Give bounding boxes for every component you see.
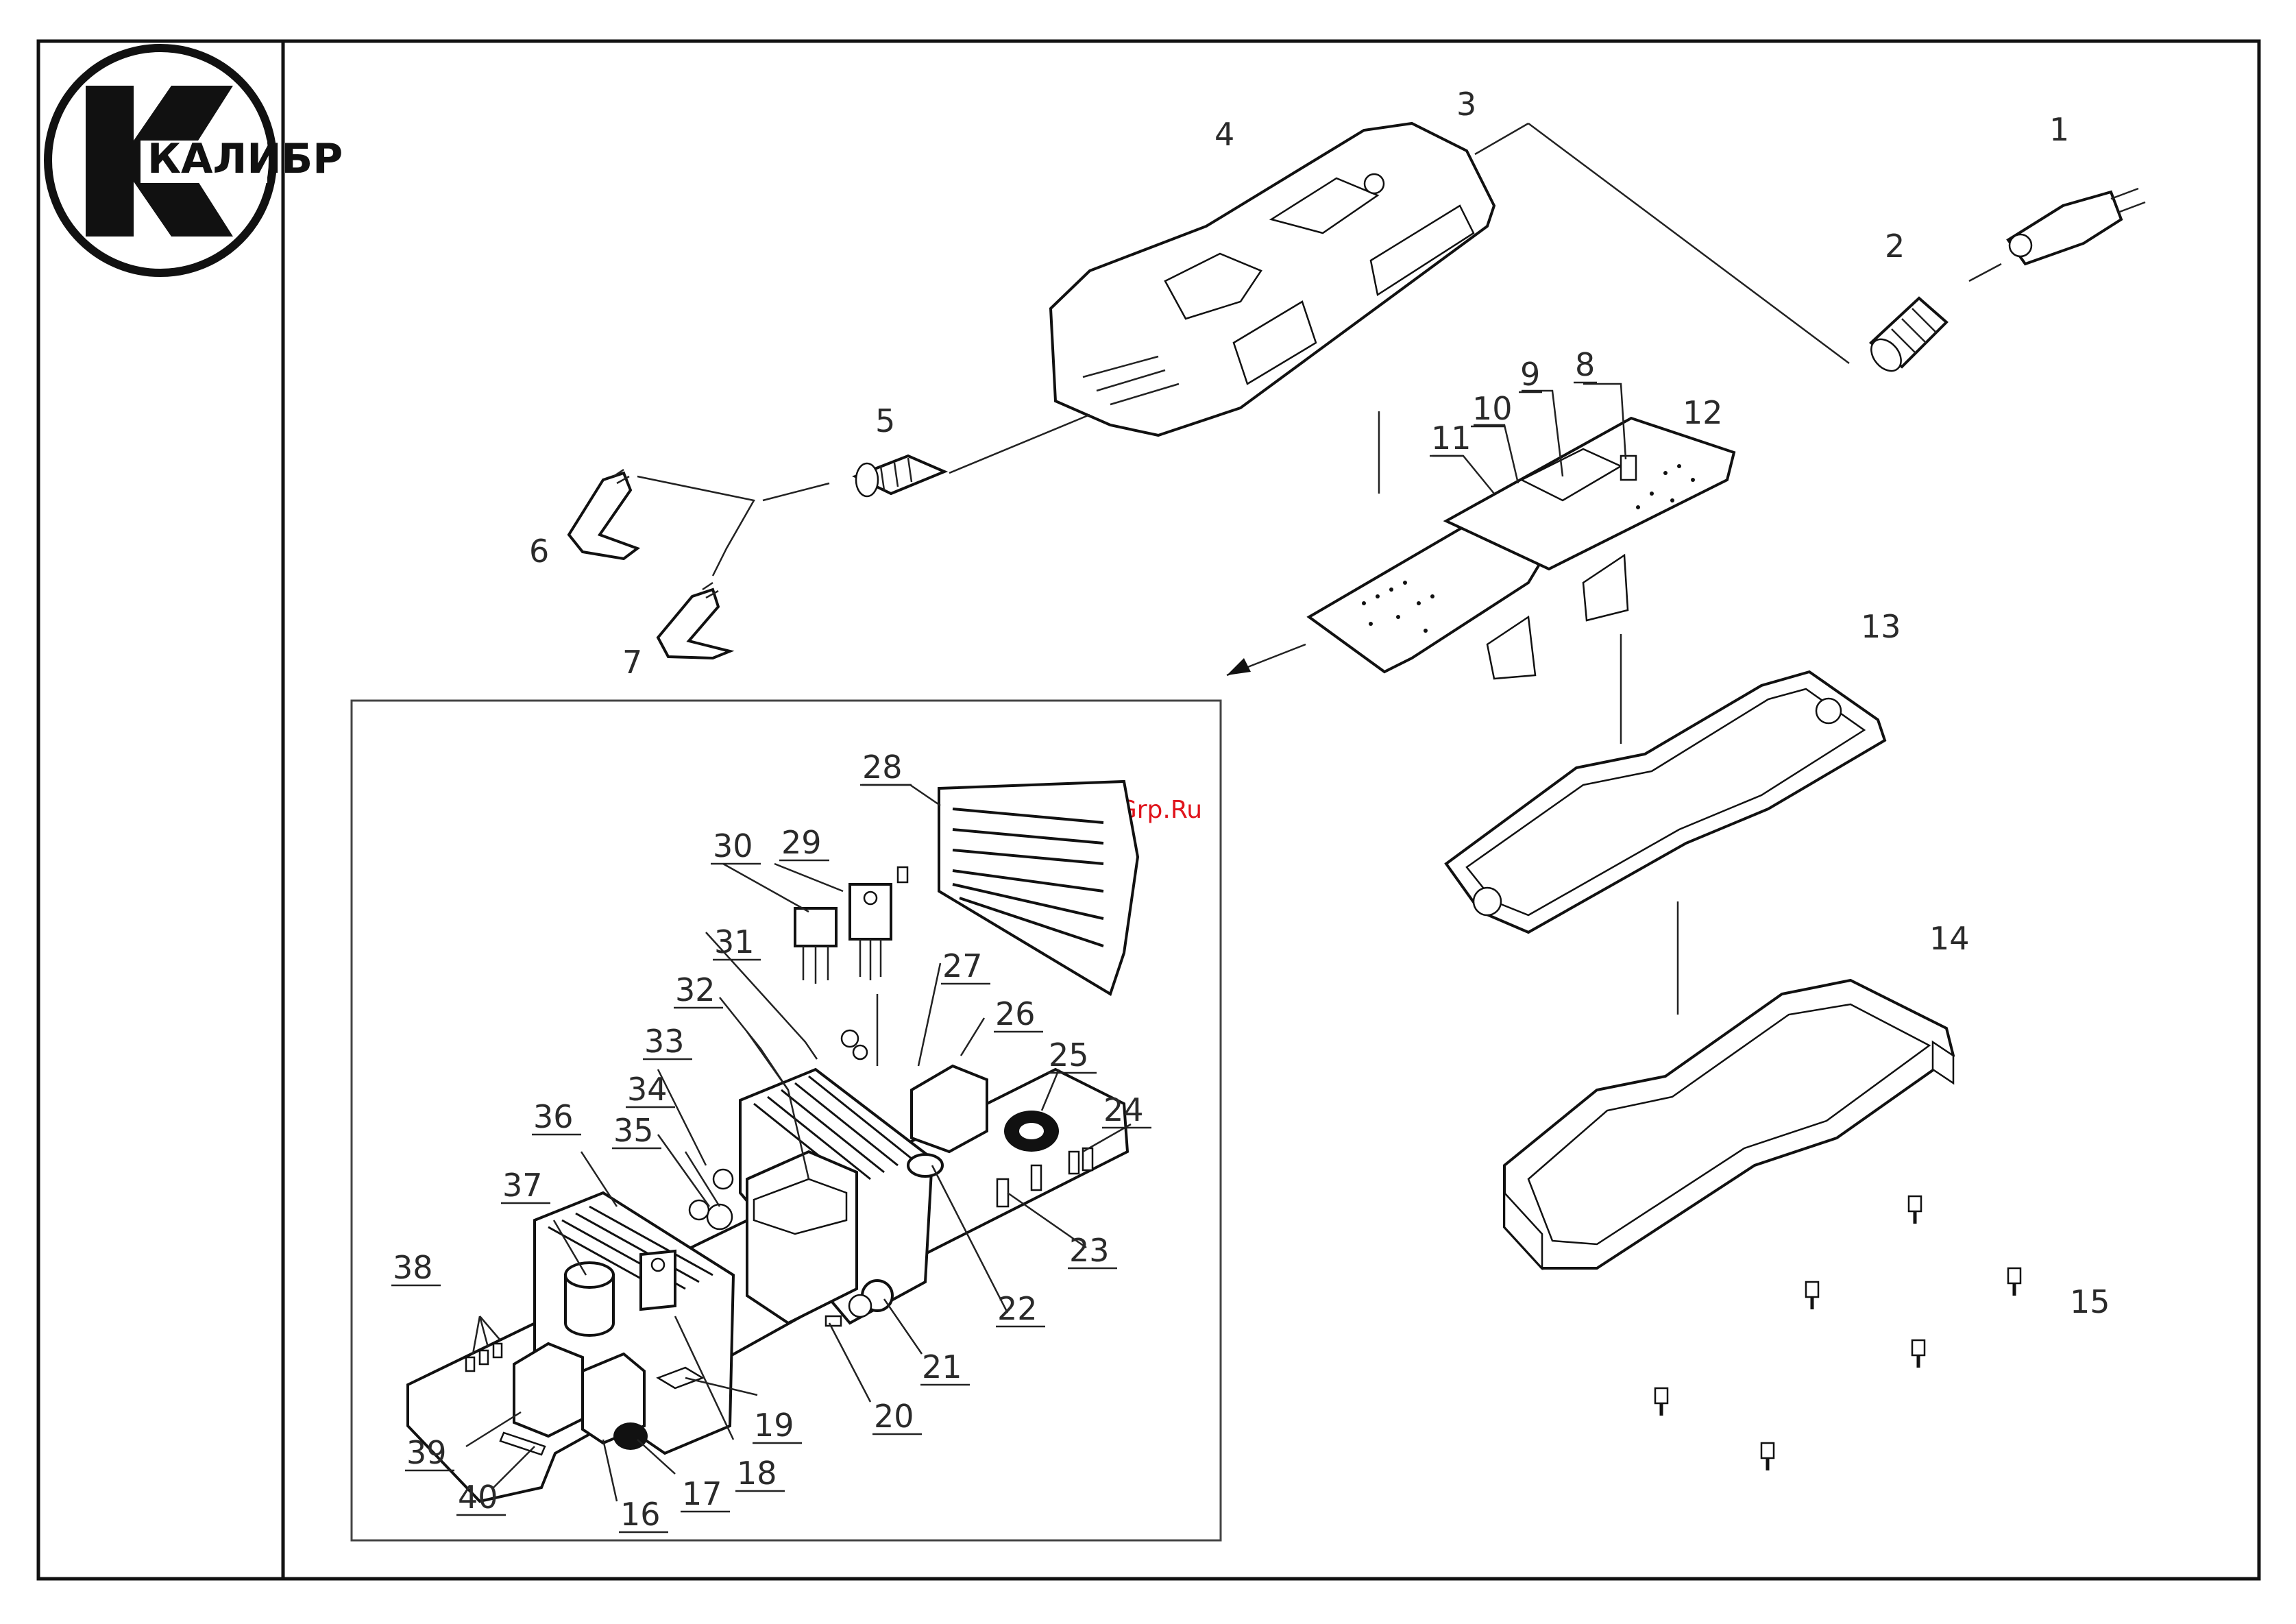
battery-clamp-black-part [658,583,730,658]
aux-transformer-part [514,1344,583,1436]
callout-22: 22 [997,1290,1038,1327]
callout-23: 23 [1069,1232,1110,1269]
callout-32: 32 [675,971,716,1008]
small-toroid-part [613,1422,648,1450]
leader-line-11 [1432,456,1494,494]
callout-11: 11 [1431,420,1471,457]
callout-37: 37 [502,1167,543,1204]
main-transformer-part [747,1152,857,1323]
callout-15: 15 [2070,1283,2110,1320]
callout-19: 19 [754,1407,794,1444]
callout-25: 25 [1049,1037,1089,1074]
callout-34: 34 [627,1071,668,1108]
leader-line-3 [1475,123,1849,363]
inset-arrow-head [1227,658,1251,675]
callout-36: 36 [533,1098,574,1135]
logo-brand-text: КАЛИБР [147,135,343,183]
kalibr-logo-icon: КАЛИБР [48,48,343,273]
screws-part-group [1655,1196,2020,1470]
callout-8: 8 [1575,346,1595,383]
callout-30: 30 [713,827,753,864]
ring-core-part [908,1154,942,1176]
callout-20: 20 [874,1398,914,1435]
small-resistor-part [826,1316,841,1326]
callout-33: 33 [644,1023,685,1060]
cap-pair-part [689,1169,733,1229]
callout-5: 5 [875,402,895,439]
relay-part [912,1066,987,1152]
callout-7: 7 [622,644,642,681]
leader-line-2 [1969,264,2001,281]
callout-13: 13 [1861,608,1901,645]
charger-housing-part [1051,123,1494,435]
leader-line-10 [1474,425,1518,483]
callout-12: 12 [1683,394,1723,431]
mosfet-part [850,884,891,980]
bottom-frame-part [1504,980,1953,1268]
callout-4: 4 [1214,116,1234,153]
callout-2: 2 [1885,228,1905,265]
callout-6: 6 [529,533,549,570]
callout-9: 9 [1520,356,1540,393]
cable-gland-part [1865,298,1946,376]
main-pcb-assembly-part [1309,418,1734,679]
callout-35: 35 [613,1112,654,1149]
callout-29: 29 [781,824,822,861]
leader-line-clamps [637,476,754,576]
callout-26: 26 [995,995,1036,1032]
callout-14: 14 [1929,920,1970,957]
rectifier-diode-part [795,908,836,984]
electrolytic-capacitor-part [565,1263,613,1335]
callout-39: 39 [406,1434,447,1471]
callout-27: 27 [942,947,983,984]
callout-21: 21 [922,1348,962,1385]
callout-17: 17 [682,1475,722,1512]
callout-31: 31 [714,923,755,960]
callout-24: 24 [1103,1091,1144,1128]
leader-line-cable [763,483,829,500]
gasket-frame-part [1446,672,1885,932]
callout-10: 10 [1472,390,1513,427]
battery-clamp-red-part [569,470,637,559]
callout-40: 40 [458,1479,498,1516]
output-gland-part [855,456,944,496]
leader-line-5 [949,415,1090,473]
callout-18: 18 [737,1455,777,1492]
callout-28: 28 [862,749,903,786]
power-transistor-part [641,1251,675,1309]
callout-3: 3 [1456,86,1476,123]
toroid-inductor-part [1004,1111,1059,1152]
callout-1: 1 [2049,111,2069,148]
callout-16: 16 [620,1496,661,1533]
mains-plug-part [2008,189,2145,264]
callout-38: 38 [393,1249,433,1286]
